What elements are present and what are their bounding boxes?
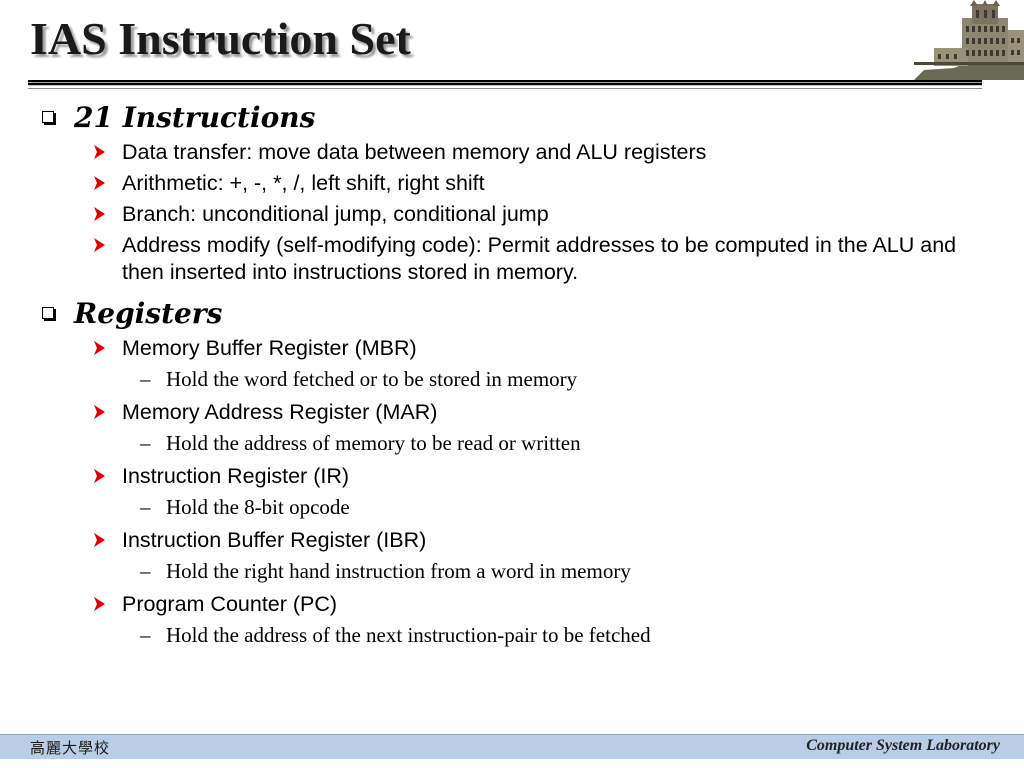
arrow-bullet-icon	[94, 405, 105, 419]
sub-bullet-item: – Hold the address of memory to be read …	[40, 430, 990, 457]
bullet-text: Data transfer: move data between memory …	[122, 140, 707, 164]
arrow-bullet-icon	[94, 207, 105, 221]
sub-bullet-text: Hold the address of the next instruction…	[166, 623, 651, 647]
bullet-item: Memory Address Register (MAR)	[40, 399, 990, 426]
bullet-item: Arithmetic: +, -, *, /, left shift, righ…	[40, 170, 990, 197]
section-heading-text: Registers	[74, 296, 223, 330]
bullet-item: Memory Buffer Register (MBR)	[40, 335, 990, 362]
bullet-text: Memory Buffer Register (MBR)	[122, 336, 417, 360]
arrow-bullet-icon	[94, 341, 105, 355]
square-bullet-icon	[42, 111, 54, 123]
arrow-bullet-icon	[94, 533, 105, 547]
dash-bullet-icon: –	[140, 623, 151, 647]
sub-bullet-text: Hold the address of memory to be read or…	[166, 431, 581, 455]
footer-university-name: 高麗大學校	[30, 739, 111, 757]
sub-bullet-item: – Hold the address of the next instructi…	[40, 622, 990, 649]
slide-title: IAS Instruction Set	[30, 13, 411, 64]
sub-bullet-text: Hold the 8-bit opcode	[166, 495, 350, 519]
dash-bullet-icon: –	[140, 495, 151, 519]
bullet-text: Instruction Buffer Register (IBR)	[122, 528, 427, 552]
arrow-bullet-icon	[94, 238, 105, 252]
dash-bullet-icon: –	[140, 559, 151, 583]
dash-bullet-icon: –	[140, 431, 151, 455]
arrow-bullet-icon	[94, 145, 105, 159]
bullet-text: Arithmetic: +, -, *, /, left shift, righ…	[122, 171, 485, 195]
bullet-text: Branch: unconditional jump, conditional …	[122, 202, 549, 226]
section-heading: Registers	[40, 294, 990, 332]
arrow-bullet-icon	[94, 176, 105, 190]
sub-bullet-item: – Hold the word fetched or to be stored …	[40, 366, 990, 393]
square-bullet-icon	[42, 307, 54, 319]
arrow-bullet-icon	[94, 597, 105, 611]
section-heading-text: 21 Instructions	[74, 100, 316, 134]
bullet-text: Memory Address Register (MAR)	[122, 400, 438, 424]
bullet-item: Data transfer: move data between memory …	[40, 139, 990, 166]
sub-bullet-text: Hold the right hand instruction from a w…	[166, 559, 631, 583]
university-building-logo	[914, 0, 1024, 80]
sub-bullet-text: Hold the word fetched or to be stored in…	[166, 367, 578, 391]
footer-lab-name: Computer System Laboratory	[806, 737, 1000, 754]
bullet-item: Address modify (self-modifying code): Pe…	[40, 232, 990, 286]
sub-bullet-item: – Hold the 8-bit opcode	[40, 494, 990, 521]
sub-bullet-item: – Hold the right hand instruction from a…	[40, 558, 990, 585]
footer-band: 高麗大學校 Computer System Laboratory	[0, 734, 1024, 759]
dash-bullet-icon: –	[140, 367, 151, 391]
bullet-item: Program Counter (PC)	[40, 591, 990, 618]
title-divider	[28, 80, 982, 86]
bullet-text: Address modify (self-modifying code): Pe…	[122, 233, 957, 284]
bullet-item: Branch: unconditional jump, conditional …	[40, 201, 990, 228]
bullet-text: Program Counter (PC)	[122, 592, 338, 616]
bullet-text: Instruction Register (IR)	[122, 464, 350, 488]
bullet-item: Instruction Register (IR)	[40, 463, 990, 490]
arrow-bullet-icon	[94, 469, 105, 483]
title-divider-thin	[28, 88, 982, 89]
slide-body: 21 Instructions Data transfer: move data…	[40, 98, 990, 655]
section-heading: 21 Instructions	[40, 98, 990, 136]
bullet-item: Instruction Buffer Register (IBR)	[40, 527, 990, 554]
